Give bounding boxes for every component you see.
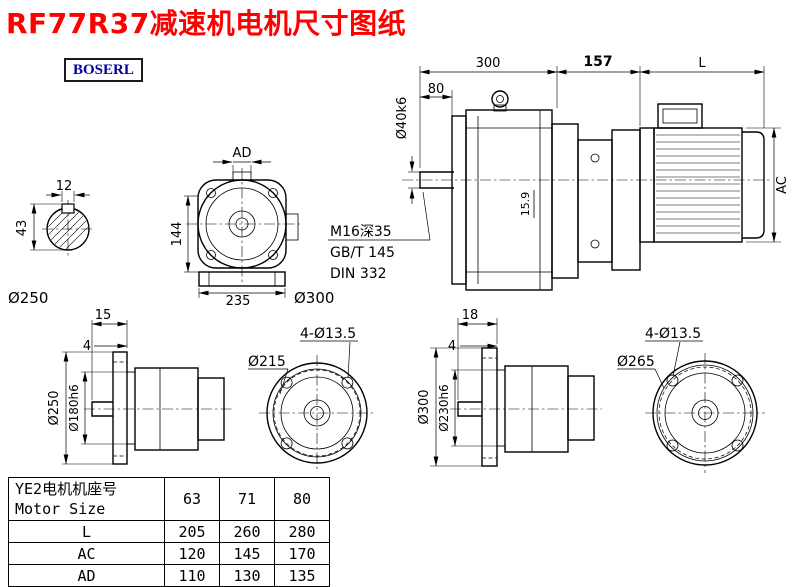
dim-157-label: 157 (583, 54, 612, 70)
shaft-section-view: 12 43 Ø250 (8, 179, 94, 307)
motor-size-table: YE2电机机座号 Motor Size 63 71 80 L 205 260 2… (8, 477, 330, 587)
shaft-dia-label: Ø40k6 (395, 97, 410, 140)
table-header-cn: YE2电机机座号 (15, 480, 118, 498)
table-header-row: YE2电机机座号 Motor Size 63 71 80 (8, 477, 330, 521)
value-AD-71: 130 (219, 564, 275, 587)
flange250-spigot-label: Ø180h6 (67, 384, 81, 432)
size-column-80: 80 (274, 477, 330, 521)
row-label-L: L (8, 520, 165, 543)
size-column-71: 71 (219, 477, 275, 521)
value-L-63: 205 (164, 520, 220, 543)
page-title: RF77R37减速机电机尺寸图纸 (6, 7, 407, 40)
table-header-cell: YE2电机机座号 Motor Size (8, 477, 165, 521)
flange300-holes-label: 4-Ø13.5 (645, 326, 701, 342)
lifting-eye-icon (491, 90, 509, 112)
flange250-holes-label: 4-Ø13.5 (300, 326, 356, 342)
dim-18-label: 18 (462, 308, 479, 323)
gearbox-front-view: AD 144 235 Ø300 (170, 146, 334, 309)
group-label-300: Ø300 (294, 289, 334, 307)
dim-L-label: L (698, 56, 706, 71)
table-header-en: Motor Size (15, 500, 106, 518)
dim-AC-label: AC (775, 176, 790, 194)
table-row-AC: AC 120 145 170 (8, 542, 330, 565)
dim-15-label: 15 (95, 308, 112, 323)
dim-15-9-label: 15.9 (519, 192, 532, 217)
thread-std2-label: DIN 332 (330, 266, 387, 282)
flange250-boltcircle-label: Ø215 (248, 354, 286, 370)
group-label-250: Ø250 (8, 289, 48, 307)
main-assembly-view: 300 157 L 80 Ø40k6 AC 15.9 M16深35 GB/T 1… (328, 54, 790, 291)
dim-300-label: 300 (476, 56, 501, 71)
dim-80-label: 80 (428, 82, 445, 97)
flange300-front-view: 4-Ø13.5 Ø265 (617, 326, 765, 473)
thread-spec-label: M16深35 (330, 224, 392, 240)
row-label-AC: AC (8, 542, 165, 565)
row-label-AD: AD (8, 564, 165, 587)
value-L-80: 280 (274, 520, 330, 543)
dim-43-label: 43 (15, 220, 30, 237)
flange300-boltcircle-label: Ø265 (617, 354, 655, 370)
value-AC-71: 145 (219, 542, 275, 565)
flange300-side-view: 18 4 Ø300 Ø230h6 (417, 308, 602, 467)
flange250-outer-label: Ø250 (47, 390, 62, 425)
keyway (61, 203, 75, 214)
flange250-side-view: 15 4 Ø250 Ø180h6 (47, 308, 232, 465)
thread-std1-label: GB/T 145 (330, 245, 395, 261)
dim-144-label: 144 (170, 222, 185, 247)
table-row-AD: AD 110 130 135 (8, 564, 330, 587)
dim-AD-label: AD (233, 146, 252, 161)
dim-235-label: 235 (226, 294, 251, 309)
flange250-front-view: 4-Ø13.5 Ø215 (248, 326, 375, 471)
value-AD-80: 135 (274, 564, 330, 587)
flange300-spigot-label: Ø230h6 (437, 384, 451, 432)
value-L-71: 260 (219, 520, 275, 543)
table-row-L: L 205 260 280 (8, 520, 330, 543)
dim-12-label: 12 (56, 179, 73, 194)
dim-4-label-250: 4 (83, 339, 91, 354)
value-AD-63: 110 (164, 564, 220, 587)
value-AC-63: 120 (164, 542, 220, 565)
brand-logo: BOSERL (64, 58, 143, 82)
size-column-63: 63 (164, 477, 220, 521)
dim-4-label-300: 4 (448, 339, 456, 354)
value-AC-80: 170 (274, 542, 330, 565)
flange300-outer-label: Ø300 (417, 389, 432, 424)
